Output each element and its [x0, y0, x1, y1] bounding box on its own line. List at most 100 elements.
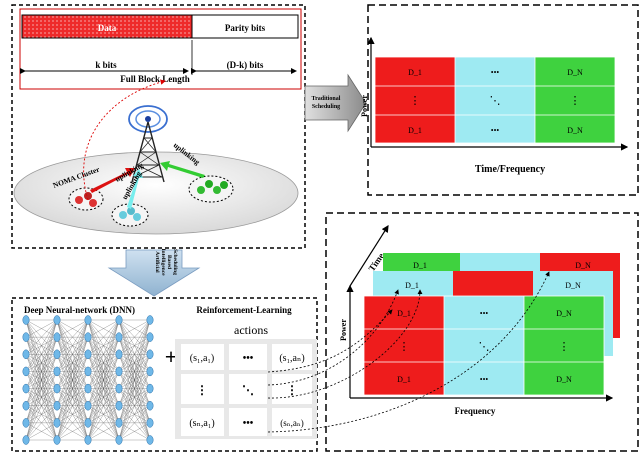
dnn-edge	[25, 405, 58, 441]
dnn-edge	[25, 319, 58, 441]
dnn-edge	[56, 371, 89, 441]
dnn-edge	[25, 371, 58, 441]
q-cell-2-1: •••	[243, 418, 254, 429]
dnn-edge	[25, 319, 58, 389]
ai-cell-2-2: D_N	[556, 375, 572, 384]
dnn-node	[22, 315, 30, 325]
base-station-icon	[128, 105, 168, 183]
dnn-edge	[118, 319, 151, 423]
trad-cell-2-2: D_N	[567, 126, 583, 135]
dnn-network	[22, 315, 154, 445]
uplink-arrow-cyan	[127, 169, 143, 209]
dnn-node	[53, 400, 61, 411]
dnn-node	[115, 349, 123, 360]
mid-cell-dn: D_N	[565, 281, 581, 290]
dnn-node	[53, 366, 61, 377]
dnn-node	[146, 435, 154, 445]
power-label-2: Power	[339, 319, 348, 341]
ai-scheduling-arrow: Artificial Intelligence Based Scheduling	[107, 248, 201, 297]
dnn-node	[84, 332, 92, 342]
trad-cell-1-2: ⋮	[570, 95, 581, 107]
uplink-arrow-red	[90, 168, 135, 193]
dnn-edge	[25, 388, 58, 441]
ai-grid-front: D_1 ••• D_N ⋮ ⋱ ⋮ D_1 ••• D_N	[363, 295, 605, 396]
plus-sign: +	[165, 344, 178, 369]
dnn-edge	[87, 371, 120, 441]
dnn-node	[115, 435, 123, 445]
user-group-green	[197, 180, 228, 194]
q-table: (s₁,a₁) ••• (s₁,aₙ) ⋮ ⋱ ⋮ (sₙ,a₁) ••• (s…	[175, 339, 317, 439]
traditional-label-2: Scheduling	[312, 104, 340, 110]
ai-label-2: Intelligence	[160, 248, 166, 276]
frequency-label: Frequency	[455, 406, 496, 416]
q-cell-1-1: ⋱	[242, 383, 254, 397]
dnn-node	[84, 349, 92, 360]
traditional-label-1: Traditional	[312, 96, 341, 102]
q-cell-2-2: (sₙ,aₙ)	[280, 418, 304, 428]
trad-cell-2-0: D_1	[408, 126, 422, 135]
trad-cell-0-2: D_N	[567, 68, 583, 77]
dnn-node	[22, 435, 30, 445]
dnn-edge	[87, 319, 120, 423]
k-bits-label: k bits	[95, 60, 117, 70]
dnn-edge	[87, 319, 120, 338]
ai-label-4: Scheduling	[172, 249, 178, 275]
dnn-node	[53, 435, 61, 445]
dnn-node	[115, 418, 123, 428]
data-label: Data	[98, 23, 117, 33]
dnn-edge	[118, 319, 151, 355]
dnn-edge	[25, 319, 58, 372]
dnn-edge	[25, 319, 58, 423]
dnn-node	[146, 400, 154, 411]
dnn-edge	[118, 405, 151, 441]
ai-cell-1-0: ⋮	[399, 341, 410, 353]
parity-label: Parity bits	[225, 23, 266, 33]
dnn-node	[84, 315, 92, 325]
dnn-edge	[87, 354, 120, 441]
dnn-node	[146, 349, 154, 360]
dnn-edge	[87, 337, 120, 441]
dnn-edge	[87, 319, 120, 441]
ai-cell-2-0: D_1	[397, 375, 411, 384]
dnn-node	[115, 315, 123, 325]
q-cell-2-0: (sₙ,a₁)	[189, 418, 214, 429]
dnn-edge	[87, 319, 120, 355]
trad-cell-1-1: ⋱	[490, 95, 501, 107]
q-cell-0-1: •••	[243, 353, 254, 364]
coverage-area	[13, 151, 299, 235]
dnn-edge	[56, 405, 89, 441]
back-cell-d1: D_1	[413, 261, 427, 270]
user-group-red	[75, 192, 97, 207]
q-cell-0-0: (s₁,a₁)	[190, 353, 214, 364]
dnn-edge	[118, 371, 151, 441]
mid-cell-d1: D_1	[405, 281, 419, 290]
dnn-edge	[56, 354, 89, 441]
ai-cell-1-1: ⋱	[479, 341, 490, 353]
dnn-node	[22, 349, 30, 360]
trad-cell-1-0: ⋮	[410, 95, 421, 107]
dnn-node	[84, 418, 92, 428]
dnn-edge	[118, 388, 151, 441]
dnn-edge	[118, 422, 151, 441]
dnn-edge	[87, 319, 120, 372]
dnn-node	[115, 366, 123, 377]
trad-cell-0-0: D_1	[408, 68, 422, 77]
dnn-edge	[56, 319, 89, 389]
mapping-curves	[267, 271, 550, 433]
q-cell-0-2: (s₁,aₙ)	[279, 353, 304, 364]
dnn-edge	[87, 319, 120, 389]
dnn-node	[22, 383, 30, 394]
dnn-node	[146, 315, 154, 325]
dnn-edge	[56, 388, 89, 441]
ai-cell-0-2: D_N	[556, 309, 572, 318]
user-group-cyan	[119, 207, 141, 221]
dnn-edge	[87, 319, 120, 406]
dnn-edge	[118, 319, 151, 372]
back-cell-dn: D_N	[575, 261, 591, 270]
dnn-edge	[25, 422, 58, 441]
dnn-node	[115, 400, 123, 411]
traditional-scheduling-arrow: Traditional Scheduling	[304, 73, 367, 133]
trad-cell-2-1: •••	[491, 126, 500, 135]
uplink-arrow-green	[160, 161, 205, 178]
dnn-node	[22, 418, 30, 428]
